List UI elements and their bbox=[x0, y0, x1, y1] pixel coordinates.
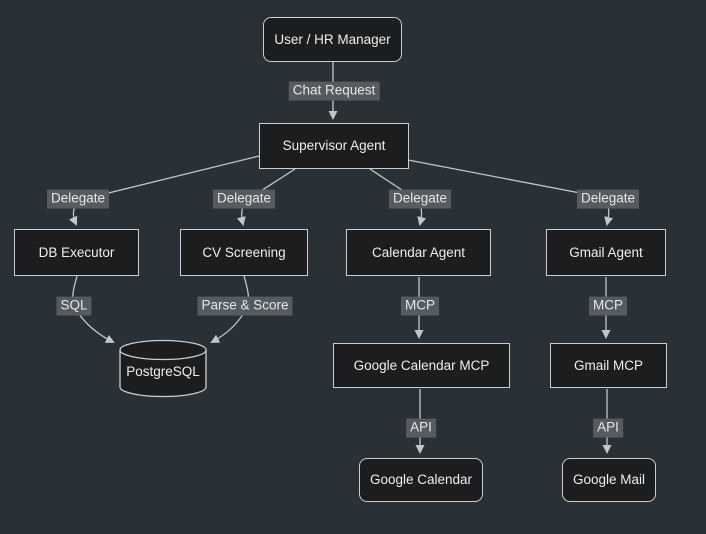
node-google-calendar: Google Calendar bbox=[359, 458, 483, 502]
node-postgresql: PostgreSQL bbox=[126, 364, 200, 380]
edge-label-api-gmail: API bbox=[593, 418, 623, 438]
edge-label-delegate-db: Delegate bbox=[46, 189, 110, 209]
node-calendar-agent: Calendar Agent bbox=[346, 229, 491, 276]
edge-label-parse-score: Parse & Score bbox=[197, 296, 293, 316]
edge-label-delegate-calendar: Delegate bbox=[388, 189, 452, 209]
edge-label-sql: SQL bbox=[56, 296, 92, 316]
node-user-hr-manager: User / HR Manager bbox=[263, 17, 402, 62]
node-gmail-mcp: Gmail MCP bbox=[550, 343, 667, 388]
node-db-executor: DB Executor bbox=[14, 229, 139, 276]
edge-label-delegate-gmail: Delegate bbox=[576, 189, 640, 209]
edge-label-mcp-gmail: MCP bbox=[589, 296, 627, 316]
node-google-mail: Google Mail bbox=[562, 458, 656, 502]
edge-label-chat-request: Chat Request bbox=[288, 81, 380, 101]
node-google-calendar-mcp: Google Calendar MCP bbox=[333, 343, 510, 388]
postgresql-cylinder-shape bbox=[119, 339, 207, 398]
node-cv-screening: CV Screening bbox=[180, 229, 308, 276]
edge-label-mcp-calendar: MCP bbox=[401, 296, 439, 316]
node-supervisor-agent: Supervisor Agent bbox=[259, 123, 409, 169]
node-gmail-agent: Gmail Agent bbox=[546, 229, 666, 276]
edge-label-delegate-cv: Delegate bbox=[212, 189, 276, 209]
edge-label-api-calendar: API bbox=[406, 418, 436, 438]
